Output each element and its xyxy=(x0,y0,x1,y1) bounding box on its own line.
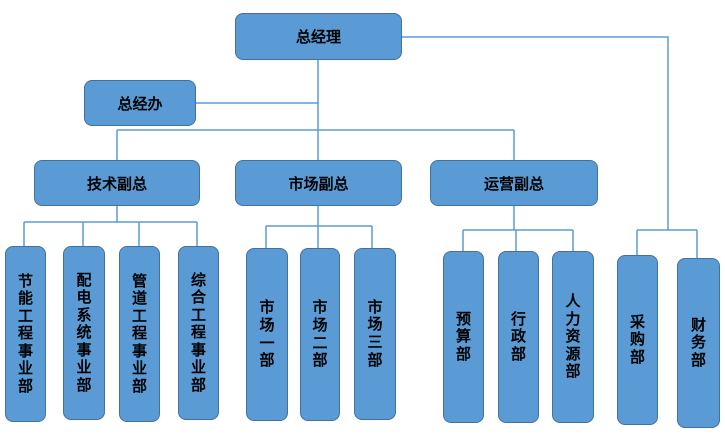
node-vp-tech-label: 技术副总 xyxy=(86,174,147,193)
node-dept-f1-label: 采购部 xyxy=(629,312,645,366)
node-dept-m2-label: 市场二部 xyxy=(312,298,328,370)
node-vp-ops: 运营副总 xyxy=(430,160,598,206)
node-office: 总经办 xyxy=(84,80,196,126)
node-dept-o3-label: 人力资源部 xyxy=(565,292,581,381)
node-dept-m2: 市场二部 xyxy=(300,248,340,421)
connector-ceo-finance xyxy=(402,36,669,230)
node-dept-m3-label: 市场三部 xyxy=(367,297,383,369)
node-dept-f2: 财务部 xyxy=(677,258,720,428)
node-office-label: 总经办 xyxy=(117,94,163,113)
node-dept-o2-label: 行政部 xyxy=(510,309,526,363)
node-dept-d4-label: 综合工程事业部 xyxy=(190,270,206,394)
node-dept-m1-label: 市场一部 xyxy=(259,298,275,370)
node-dept-o2: 行政部 xyxy=(498,251,539,423)
node-dept-m1: 市场一部 xyxy=(246,248,288,421)
node-dept-d3-label: 管道工程事业部 xyxy=(131,271,147,395)
node-dept-d3: 管道工程事业部 xyxy=(119,246,160,422)
node-vp-market: 市场副总 xyxy=(235,160,402,206)
node-dept-d1: 节能工程事业部 xyxy=(5,246,46,422)
node-ceo-label: 总经理 xyxy=(295,28,341,46)
node-dept-d2-label: 配电系统事业部 xyxy=(76,270,92,394)
node-dept-m3: 市场三部 xyxy=(354,248,396,420)
node-dept-f2-label: 财务部 xyxy=(690,315,706,369)
node-ceo: 总经理 xyxy=(235,13,402,60)
node-dept-o3: 人力资源部 xyxy=(552,251,594,423)
node-dept-d4: 综合工程事业部 xyxy=(178,246,219,420)
node-dept-f1: 采购部 xyxy=(617,255,658,425)
node-dept-o1-label: 预算部 xyxy=(455,309,471,363)
node-dept-d1-label: 节能工程事业部 xyxy=(17,271,33,395)
node-vp-ops-label: 运营副总 xyxy=(483,174,544,193)
node-dept-o1: 预算部 xyxy=(443,251,484,423)
node-vp-tech: 技术副总 xyxy=(34,160,200,206)
node-vp-market-label: 市场副总 xyxy=(288,174,349,193)
node-dept-d2: 配电系统事业部 xyxy=(63,246,105,420)
